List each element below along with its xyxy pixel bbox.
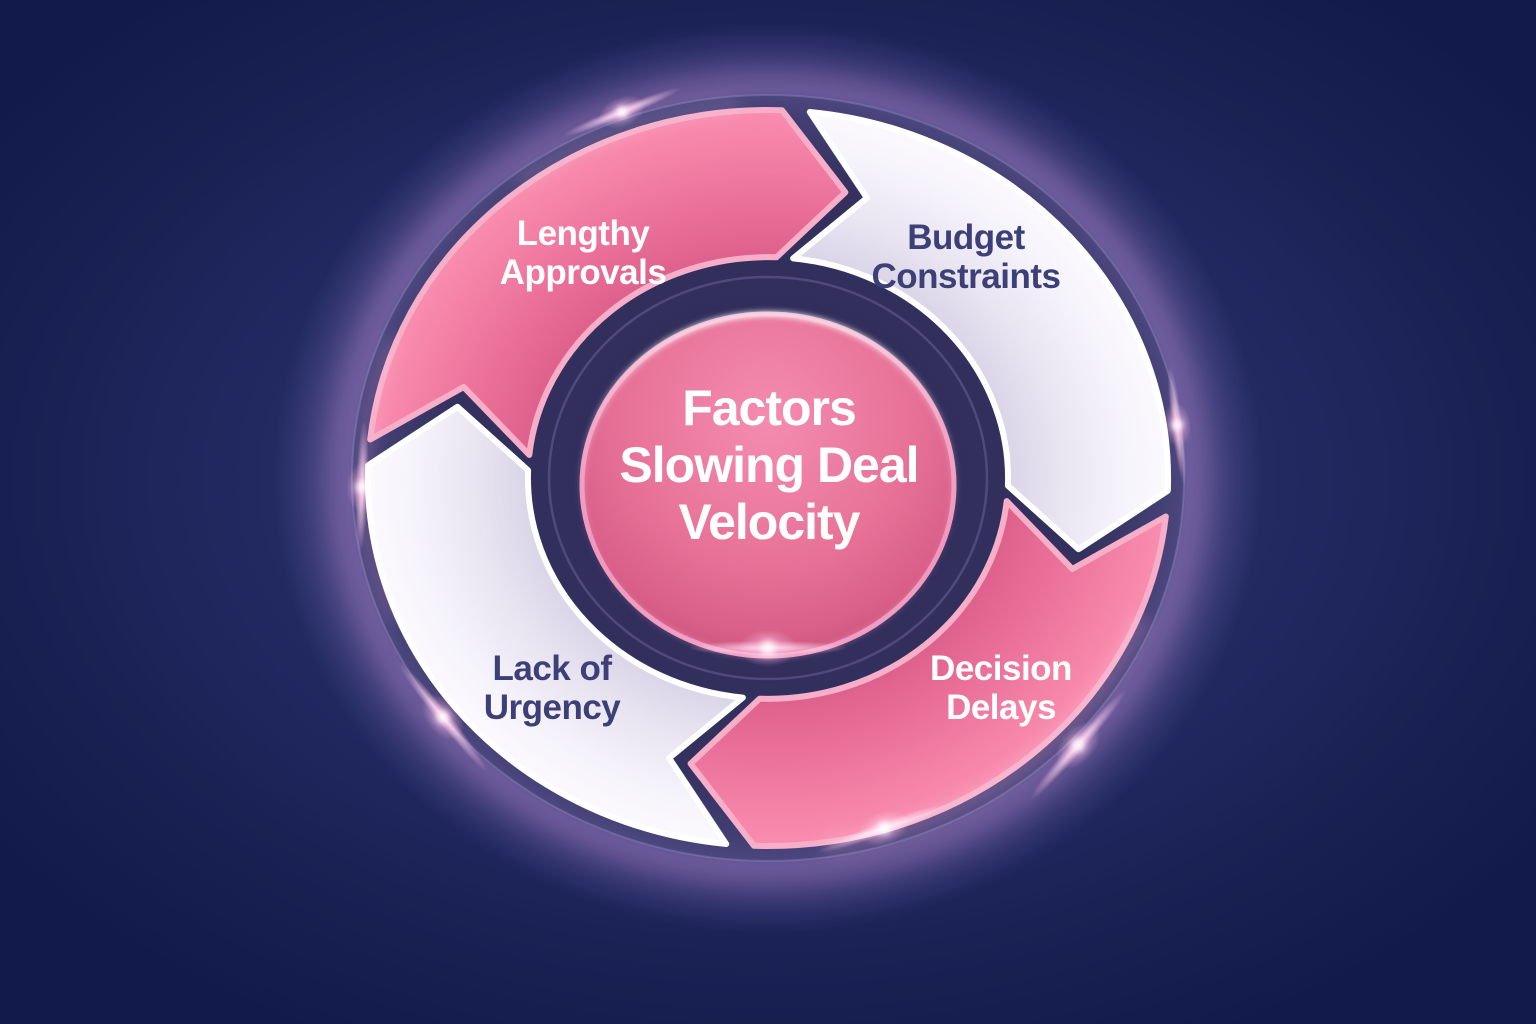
lens-flare <box>817 803 951 853</box>
segment-budget-constraints <box>790 109 1172 553</box>
lens-flare <box>346 419 378 555</box>
lens-flare <box>562 87 682 137</box>
lens-flare <box>688 629 848 667</box>
lens-flare <box>398 662 488 772</box>
rim-glow-top-left <box>517 103 740 187</box>
lens-flare <box>1162 364 1192 486</box>
lens-flare <box>1029 689 1127 801</box>
outer-pink-halo <box>332 76 1204 880</box>
backplate-inner-arc <box>547 275 989 681</box>
segment-lengthy-approvals <box>367 106 849 458</box>
